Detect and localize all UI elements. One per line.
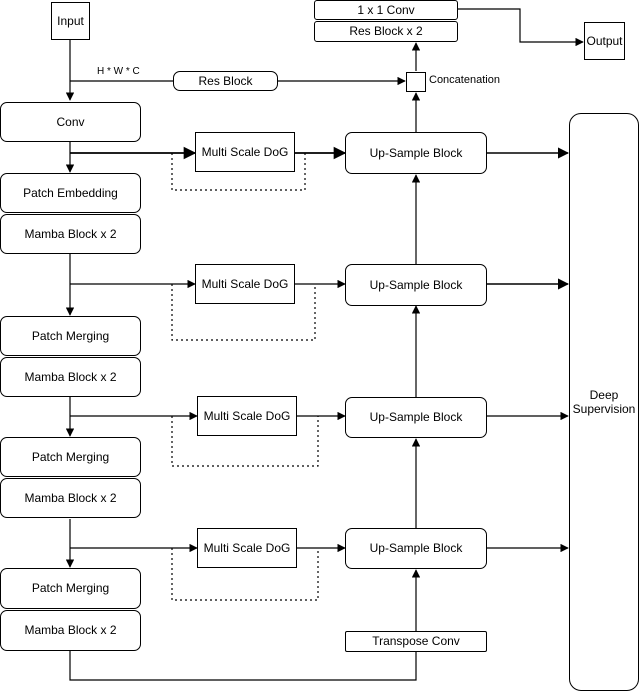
multi-scale-dog-4: Multi Scale DoG: [197, 528, 297, 568]
conv-box: Conv: [0, 102, 141, 142]
concatenation-label: Concatenation: [429, 74, 500, 86]
concatenation-box: [406, 72, 426, 92]
mamba-block-2: Mamba Block x 2: [0, 357, 141, 397]
upsample-block-3: Up-Sample Block: [345, 397, 487, 438]
patch-embedding-box: Patch Embedding: [0, 173, 141, 213]
multi-scale-dog-1: Multi Scale DoG: [195, 132, 295, 172]
res-block-box: Res Block: [173, 71, 278, 91]
patch-merging-1: Patch Merging: [0, 316, 141, 356]
patch-merging-2: Patch Merging: [0, 437, 141, 477]
output-box: Output: [584, 22, 625, 60]
multi-scale-dog-3: Multi Scale DoG: [197, 396, 297, 436]
mamba-block-3: Mamba Block x 2: [0, 478, 141, 518]
transpose-conv-box: Transpose Conv: [345, 631, 487, 652]
res-block-x2-box: Res Block x 2: [314, 21, 458, 42]
hwc-label: H * W * C: [97, 66, 140, 77]
input-box: Input: [51, 2, 90, 40]
conv1x1-box: 1 x 1 Conv: [314, 0, 458, 20]
mamba-block-1: Mamba Block x 2: [0, 214, 141, 254]
upsample-block-2: Up-Sample Block: [345, 264, 487, 306]
deep-supervision-box: Deep Supervision: [569, 113, 639, 691]
upsample-block-4: Up-Sample Block: [345, 528, 487, 569]
patch-merging-3: Patch Merging: [0, 568, 141, 609]
mamba-block-4: Mamba Block x 2: [0, 610, 141, 651]
upsample-block-1: Up-Sample Block: [345, 132, 487, 174]
multi-scale-dog-2: Multi Scale DoG: [195, 264, 295, 304]
